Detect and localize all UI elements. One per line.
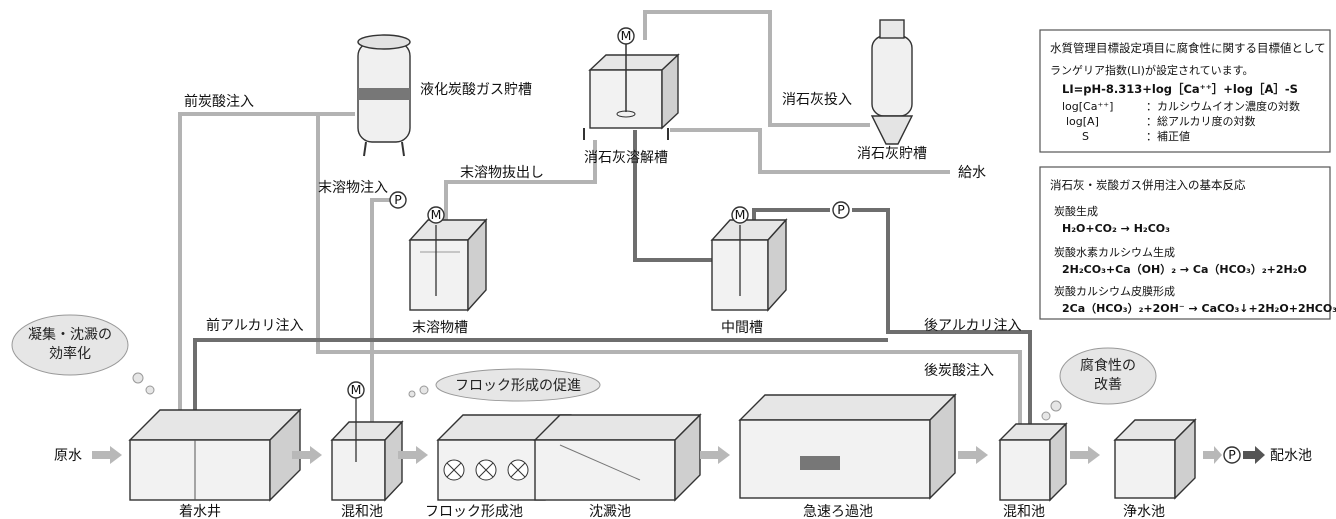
info-box-reactions: 消石灰・炭酸ガス併用注入の基本反応 炭酸生成 H₂O+CO₂ → H₂CO₃ 炭…: [1039, 166, 1336, 320]
intermediate-motor: M: [731, 206, 749, 224]
info2-r1-eq: H₂O+CO₂ → H₂CO₃: [1062, 222, 1170, 235]
info1-def3-term: S: [1082, 130, 1089, 143]
cloud-coagulation-line1: 凝集・沈澱の: [28, 326, 112, 343]
svg-text:P: P: [394, 192, 402, 207]
svg-text:M: M: [621, 28, 632, 43]
label-undissolved-tank: 末溶物槽: [412, 320, 468, 336]
label-raw-water: 原水: [54, 448, 82, 464]
info2-r2-eq: 2H₂CO₃+Ca（OH）₂ → Ca（HCO₃）₂+2H₂O: [1062, 263, 1307, 276]
pipe-water-supply: [670, 128, 950, 174]
label-intermediate-tank: 中間槽: [721, 320, 763, 336]
label-floc-basin: フロック形成池: [425, 504, 523, 519]
info1-def1-desc: ：カルシウムイオン濃度の対数: [1146, 99, 1300, 113]
cloud-coagulation-line2: 効率化: [49, 345, 91, 362]
floc-formation-basin: [436, 414, 572, 501]
label-mixing-basin-1: 混和池: [341, 504, 383, 519]
info1-def3-desc: ：補正値: [1146, 130, 1190, 143]
label-water-supply: 給水: [958, 165, 986, 181]
rapid-filter-basin: [738, 393, 957, 500]
undissolved-tank: [408, 218, 488, 312]
info-box-langelier: 水質管理目標設定項目に腐食性に関する目標値として ランゲリア指数(LI)が設定さ…: [1039, 29, 1331, 153]
info1-def2-term: log[A]: [1066, 115, 1099, 128]
cloud-floc-text: フロック形成の促進: [455, 378, 581, 394]
undissolved-pump: P: [389, 191, 407, 209]
label-distribution: 配水池: [1270, 448, 1312, 464]
mixing-basin-1: [330, 398, 404, 502]
intermediate-tank: [710, 218, 788, 312]
info1-line1: 水質管理目標設定項目に腐食性に関する目標値として: [1050, 41, 1326, 55]
label-post-alkali: 後アルカリ注入: [924, 318, 1021, 334]
pipe-post-co2: [316, 114, 1022, 465]
info1-line2: ランゲリア指数(LI)が設定されています。: [1050, 63, 1254, 77]
svg-text:P: P: [837, 202, 845, 217]
lime-storage-silo: [870, 19, 914, 145]
cloud-floc: フロック形成の促進: [408, 368, 601, 402]
undissolved-motor: M: [427, 206, 445, 224]
pipe-pre-co2: [178, 112, 355, 440]
receiving-well: [128, 408, 302, 502]
mixing-basin-1-motor: M: [347, 381, 365, 399]
label-co2-tank: 液化炭酸ガス貯槽: [420, 82, 532, 98]
label-lime-input: 消石灰投入: [782, 92, 852, 108]
info2-r3-eq: 2Ca（HCO₃）₂+2OH⁻ → CaCO₃↓+2H₂O+2HCO₃⁻: [1062, 302, 1336, 315]
info1-def1-term: log[Ca⁺⁺]: [1062, 100, 1113, 113]
distribution-pump: P: [1223, 446, 1241, 464]
label-pre-co2: 前炭酸注入: [184, 93, 254, 110]
intermediate-pump: P: [832, 201, 850, 219]
svg-text:M: M: [431, 207, 442, 222]
label-undissolved-removal: 末溶物抜出し: [460, 165, 544, 181]
info2-title: 消石灰・炭酸ガス併用注入の基本反応: [1050, 178, 1246, 192]
pipe-lime-input: [643, 10, 870, 127]
info1-def2-desc: ：総アルカリ度の対数: [1146, 114, 1256, 128]
pipe-lime-to-intermediate: [633, 130, 735, 262]
svg-text:M: M: [735, 207, 746, 222]
label-undissolved-injection: 末溶物注入: [318, 180, 388, 196]
label-rapid-filter: 急速ろ過池: [803, 504, 873, 519]
flow-arrows: [92, 446, 1265, 464]
diagram-labels: 原水 着水井 混和池 フロック形成池 沈澱池 急速ろ過池 混和池 浄水池 配水池…: [54, 82, 1312, 519]
label-lime-dissolve: 消石灰溶解槽: [584, 150, 668, 166]
info1-formula: LI=pH-8.313+log［Ca⁺⁺］+log［A］-S: [1062, 82, 1298, 96]
label-clear-well: 浄水池: [1123, 504, 1165, 519]
label-post-co2: 後炭酸注入: [924, 363, 994, 379]
lime-dissolving-tank: [583, 44, 680, 140]
pipe-undissolved-injection: [370, 198, 398, 440]
cloud-corrosion: 腐食性の 改善: [1041, 347, 1157, 421]
info2-r1-title: 炭酸生成: [1054, 204, 1098, 218]
sedimentation-basin: [533, 413, 702, 502]
cloud-coagulation: 凝集・沈澱の 効率化: [11, 314, 155, 395]
label-receiving-well: 着水井: [179, 504, 221, 519]
mixing-basin-2: [998, 422, 1068, 502]
pipe-undissolved-removal: [444, 140, 597, 250]
cloud-corrosion-line2: 改善: [1094, 377, 1122, 393]
info2-r3-title: 炭酸カルシウム皮膜形成: [1054, 284, 1175, 298]
svg-text:M: M: [351, 382, 362, 397]
label-sedimentation: 沈澱池: [589, 504, 631, 519]
co2-storage-tank: [357, 34, 411, 157]
pipe-pre-alkali: [193, 338, 888, 440]
label-lime-storage: 消石灰貯槽: [857, 146, 927, 162]
cloud-corrosion-line1: 腐食性の: [1080, 357, 1136, 374]
svg-text:P: P: [1228, 447, 1236, 462]
info2-r2-title: 炭酸水素カルシウム生成: [1054, 245, 1175, 259]
label-mixing-basin-2: 混和池: [1003, 504, 1045, 519]
lime-dissolver-motor: M: [617, 27, 635, 45]
label-pre-alkali: 前アルカリ注入: [206, 317, 303, 334]
clear-well: [1113, 418, 1197, 500]
